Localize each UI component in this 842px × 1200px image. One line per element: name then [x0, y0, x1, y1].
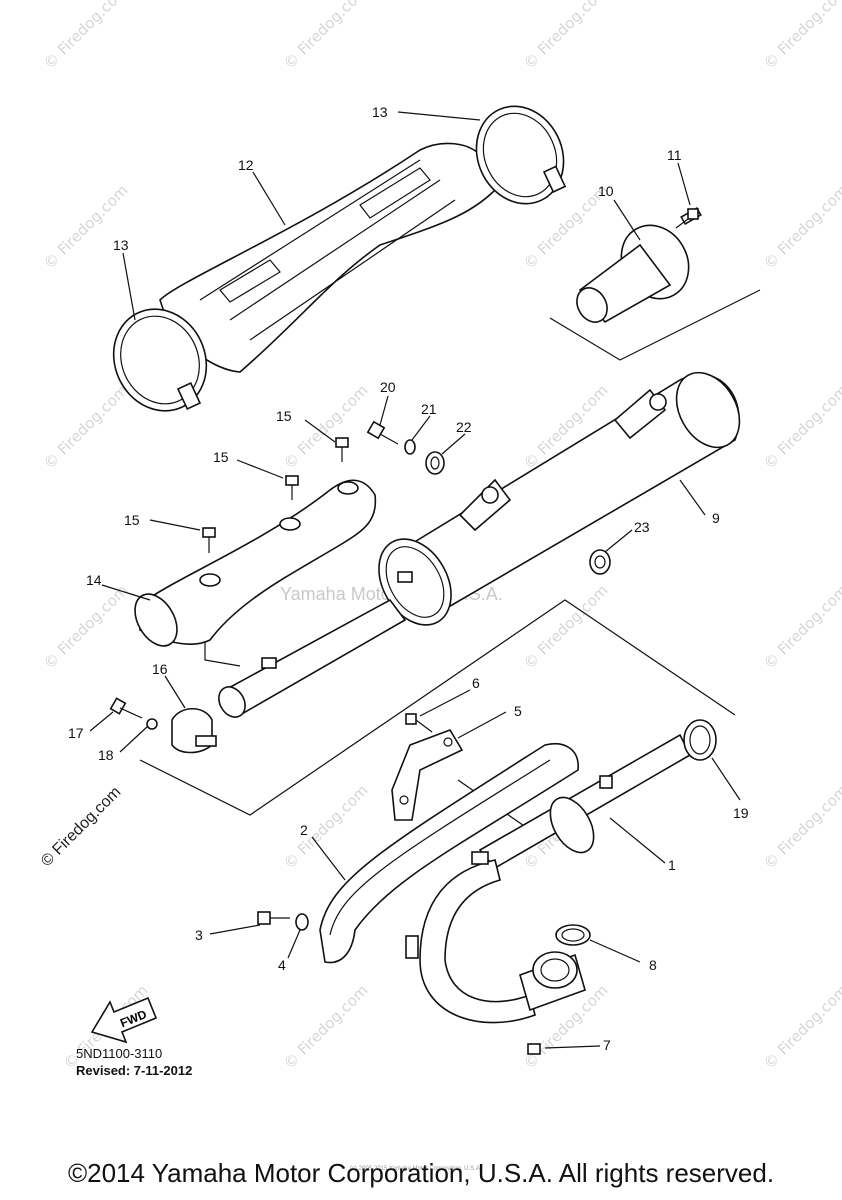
callout-20: 20 — [380, 379, 396, 395]
callout-5: 5 — [514, 703, 522, 719]
copyright-footer: ©2014 Yamaha Motor Corporation, U.S.A. A… — [67, 1158, 775, 1188]
callout-8: 8 — [649, 957, 657, 973]
exhaust-flange — [519, 951, 586, 1012]
bolt — [675, 208, 699, 229]
pipe-clamp — [171, 707, 217, 754]
bracket — [391, 729, 464, 821]
gasket — [555, 924, 591, 946]
washer — [146, 718, 158, 730]
callout-numbers: 1 2 3 4 5 6 7 8 9 10 11 12 13 13 14 15 1… — [68, 104, 749, 1053]
washer — [295, 913, 309, 931]
callout-7: 7 — [603, 1037, 611, 1053]
exhaust-pipe — [405, 733, 692, 1024]
callout-18: 18 — [98, 747, 114, 763]
callout-21: 21 — [421, 401, 437, 417]
washer — [404, 439, 416, 455]
bolt — [366, 420, 399, 445]
callout-11: 11 — [667, 147, 682, 163]
callout-2: 2 — [300, 822, 308, 838]
clamp-band — [112, 308, 208, 412]
callout-9: 9 — [712, 510, 720, 526]
callout-13: 13 — [113, 237, 129, 253]
nut — [527, 1043, 541, 1055]
gasket — [683, 719, 717, 761]
bolt — [109, 697, 143, 719]
revised-date: Revised: 7-11-2012 — [76, 1063, 193, 1078]
callout-17: 17 — [68, 725, 84, 741]
bolt — [285, 475, 299, 500]
diagram-code: 5ND1100-3110 — [76, 1046, 163, 1061]
heat-protector — [159, 142, 496, 373]
bolt — [257, 911, 290, 925]
callout-19: 19 — [733, 805, 749, 821]
bolt — [405, 713, 433, 733]
callout-13: 13 — [372, 104, 388, 120]
muffler-inlet-pipe — [218, 571, 413, 718]
callout-12: 12 — [238, 157, 254, 173]
callout-3: 3 — [195, 927, 203, 943]
callout-15: 15 — [276, 408, 292, 424]
bolt — [202, 527, 216, 553]
callout-4: 4 — [278, 957, 286, 973]
callout-15: 15 — [213, 449, 229, 465]
callout-22: 22 — [456, 419, 472, 435]
callout-6: 6 — [472, 675, 480, 691]
bolt — [335, 437, 349, 462]
spark-arrester — [576, 206, 702, 324]
callout-16: 16 — [152, 661, 168, 677]
callout-10: 10 — [598, 183, 614, 199]
callout-23: 23 — [634, 519, 650, 535]
leader-lines — [89, 111, 741, 1049]
forward-arrow-icon: FWD — [90, 996, 158, 1044]
exhaust-pipe-protector — [319, 743, 579, 964]
muffler — [378, 371, 741, 626]
callout-1: 1 — [668, 857, 676, 873]
muffler-protector — [134, 479, 377, 647]
callout-15: 15 — [124, 512, 140, 528]
grommet — [425, 451, 445, 475]
clamp-band — [475, 105, 567, 205]
callout-14: 14 — [86, 572, 102, 588]
collar — [589, 549, 611, 575]
tiny-copyright: (c) 2005-2015 Yamaha Motor Corporation, … — [350, 1166, 482, 1172]
